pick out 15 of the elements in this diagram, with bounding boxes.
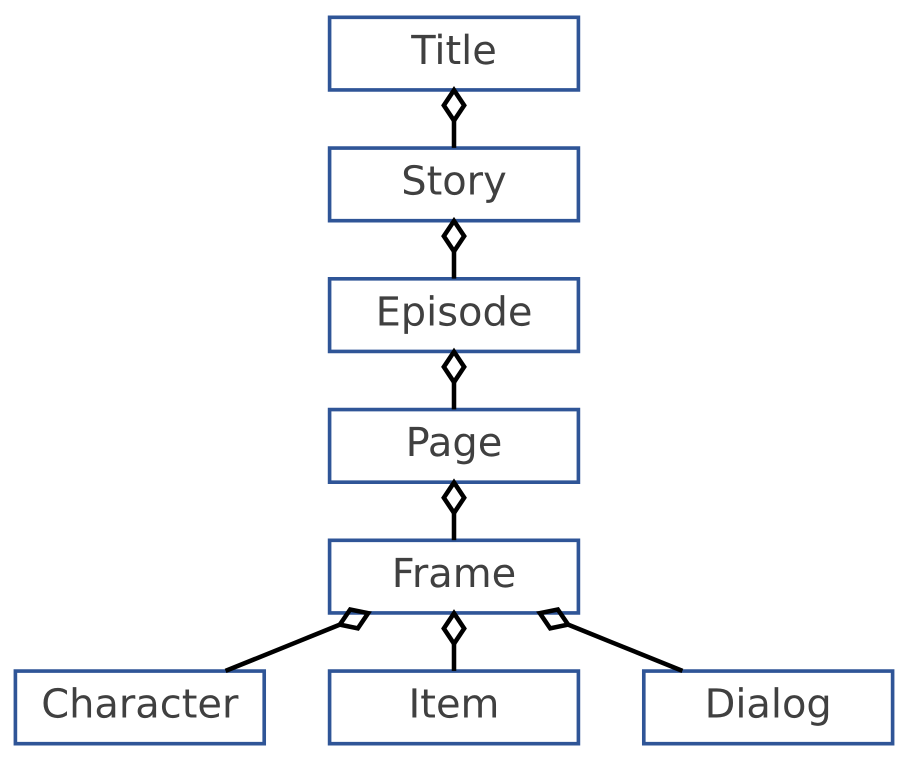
connector bbox=[441, 478, 467, 540]
connector bbox=[224, 606, 372, 673]
node-box: Title bbox=[328, 14, 580, 92]
node-box: Page bbox=[328, 407, 580, 484]
node-box: Item bbox=[328, 668, 580, 746]
connector bbox=[441, 608, 467, 670]
node-box: Character bbox=[14, 668, 266, 746]
connector bbox=[536, 606, 684, 673]
connector bbox=[441, 216, 467, 278]
connector bbox=[441, 86, 467, 148]
connector bbox=[441, 347, 467, 409]
node-box: Dialog bbox=[642, 668, 894, 746]
node-box: Frame bbox=[328, 538, 580, 614]
node-box: Story bbox=[328, 146, 580, 222]
node-box: Episode bbox=[328, 276, 580, 353]
